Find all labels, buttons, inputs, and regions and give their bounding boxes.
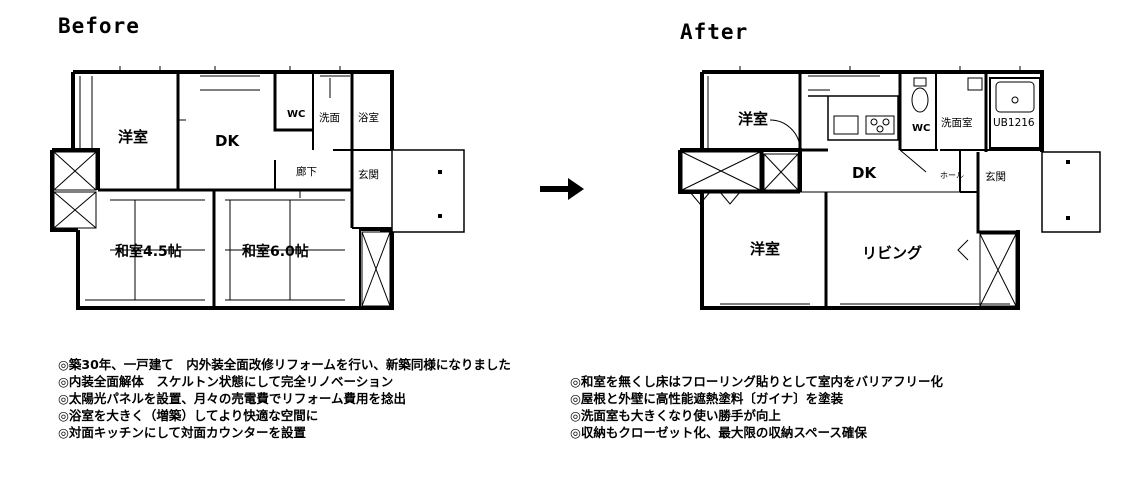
- before-entrance-label: 玄関: [358, 168, 379, 181]
- note-line: ◎内装全面解体 スケルトン状態にして完全リノベーション: [58, 374, 394, 389]
- after-western-room-top-label: 洋室: [738, 110, 768, 128]
- before-heading: Before: [58, 14, 140, 38]
- after-living-label: リビング: [862, 244, 922, 262]
- after-unit-bath-label: UB1216: [993, 117, 1035, 129]
- after-hall-label: ホール: [940, 171, 964, 180]
- note-line: ◎和室を無くし床はフローリング貼りとして室内をバリアフリー化: [570, 374, 944, 389]
- before-bathroom-label: 浴室: [358, 111, 379, 124]
- note-line: ◎築30年、一戸建て 内外装全面改修リフォームを行い、新築同様になりました: [58, 357, 511, 372]
- notes-left: ◎築30年、一戸建て 内外装全面改修リフォームを行い、新築同様になりました ◎内…: [58, 356, 511, 441]
- after-washroom-label: 洗面室: [941, 116, 973, 129]
- after-entrance-label: 玄関: [985, 170, 1006, 183]
- before-floor-plan: [50, 66, 465, 310]
- before-dk-label: DK: [215, 132, 240, 150]
- before-japanese-room-a-label: 和室4.5帖: [115, 243, 182, 260]
- before-japanese-room-b-label: 和室6.0帖: [242, 243, 309, 260]
- floor-plans: 洋室 DK WC 洗面 浴室 廊下 玄関 和室4.5帖 和室6.0帖 洋室 DK…: [50, 66, 1101, 310]
- after-western-room-bottom-label: 洋室: [750, 240, 780, 258]
- before-wc-label: WC: [287, 109, 305, 120]
- notes-right: ◎和室を無くし床はフローリング貼りとして室内をバリアフリー化 ◎屋根と外壁に高性…: [570, 373, 943, 441]
- after-floor-plan: [678, 66, 1101, 310]
- after-dk-label: DK: [852, 164, 877, 182]
- before-hallway-label: 廊下: [296, 165, 317, 178]
- before-washroom-label: 洗面: [319, 112, 340, 124]
- note-line: ◎収納もクローゼット化、最大限の収納スペース確保: [570, 425, 867, 440]
- after-heading: After: [680, 20, 749, 44]
- before-western-room-label: 洋室: [118, 128, 148, 146]
- note-line: ◎屋根と外壁に高性能遮熱塗料〔ガイナ〕を塗装: [570, 391, 844, 406]
- transition-arrow: [540, 178, 584, 200]
- note-line: ◎太陽光パネルを設置、月々の売電費でリフォーム費用を捻出: [58, 391, 407, 406]
- note-line: ◎洗面室も大きくなり使い勝手が向上: [570, 408, 781, 423]
- note-line: ◎浴室を大きく（増築）してより快適な空間に: [58, 408, 319, 423]
- after-wc-label: WC: [912, 123, 930, 134]
- note-line: ◎対面キッチンにして対面カウンターを設置: [58, 425, 307, 440]
